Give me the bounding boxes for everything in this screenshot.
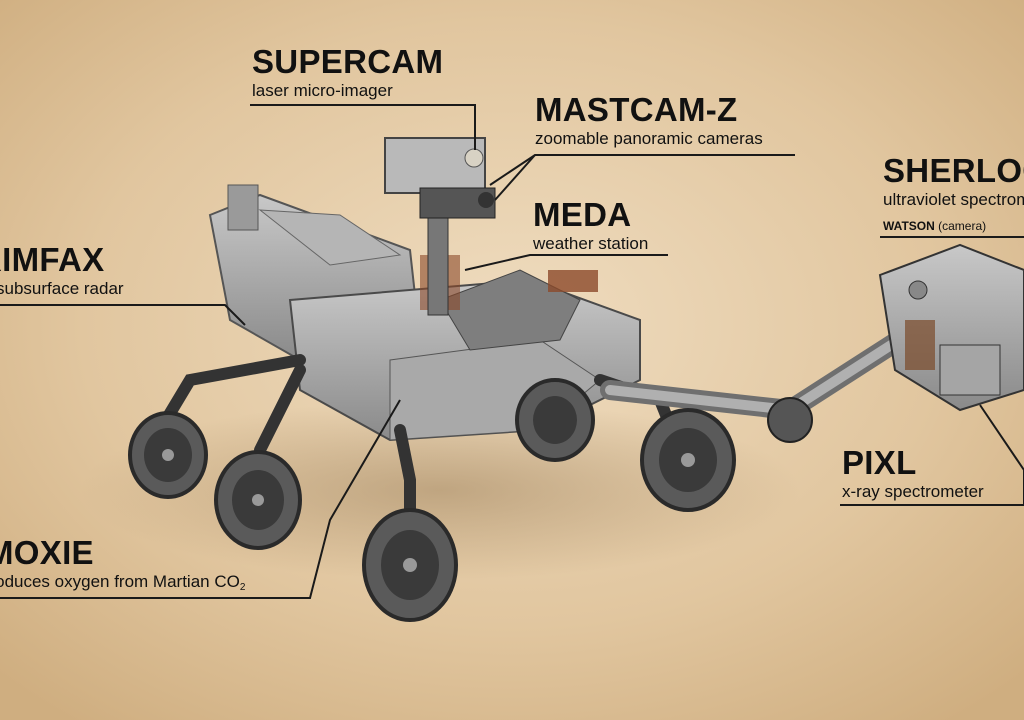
moxie-label: MOXIE produces oxygen from Martian CO2 <box>0 535 245 599</box>
wheels <box>128 378 736 622</box>
moxie-name: MOXIE <box>0 534 94 571</box>
sherloc-desc: ultraviolet spectrometer <box>883 190 1024 209</box>
watson-name: WATSON <box>883 219 935 233</box>
rimfax-desc: subsurface radar <box>0 279 124 298</box>
mastcam-desc: zoomable panoramic cameras <box>535 129 763 148</box>
mastcam-leader-2 <box>494 154 536 201</box>
wheel-front-right <box>640 408 736 512</box>
rimfax-label: RIMFAX subsurface radar <box>0 242 124 300</box>
rimfax-leader <box>0 304 246 326</box>
leader-lines <box>0 104 1024 599</box>
moxie-desc-main: produces oxygen from Martian CO <box>0 572 240 591</box>
pixl-label: PIXL x-ray spectrometer <box>842 445 984 503</box>
sherloc-label: SHERLOC ultraviolet spectrometer WATSON … <box>883 153 1024 235</box>
rimfax-name: RIMFAX <box>0 241 105 278</box>
meda-desc: weather station <box>533 234 649 253</box>
mastcam-name: MASTCAM-Z <box>535 91 738 128</box>
supercam-leader <box>250 104 476 150</box>
wheel-rear-right <box>515 378 595 462</box>
supercam-name: SUPERCAM <box>252 43 444 80</box>
rover-body <box>154 137 1024 536</box>
supercam-desc: laser micro-imager <box>252 81 393 100</box>
meda-name: MEDA <box>533 196 632 233</box>
wheel-front-left <box>362 508 458 622</box>
pixl-leader <box>840 404 1024 506</box>
pixl-desc: x-ray spectrometer <box>842 482 984 501</box>
watson-desc: (camera) <box>938 219 987 233</box>
meda-leader <box>464 254 668 271</box>
wheel-rear-left <box>128 411 208 499</box>
moxie-desc-subscript: 2 <box>239 582 246 593</box>
moxie-leader <box>0 399 401 599</box>
meda-label: MEDA weather station <box>533 197 648 255</box>
watson-sublabel: WATSON (camera) <box>883 217 1024 235</box>
sherloc-name: SHERLOC <box>883 152 1024 189</box>
pixl-name: PIXL <box>842 444 917 481</box>
supercam-label: SUPERCAM laser micro-imager <box>252 44 443 102</box>
mastcam-label: MASTCAM-Z zoomable panoramic cameras <box>535 92 763 150</box>
wheel-middle-left <box>214 450 302 550</box>
moxie-desc: produces oxygen from Martian CO2 <box>0 571 245 599</box>
